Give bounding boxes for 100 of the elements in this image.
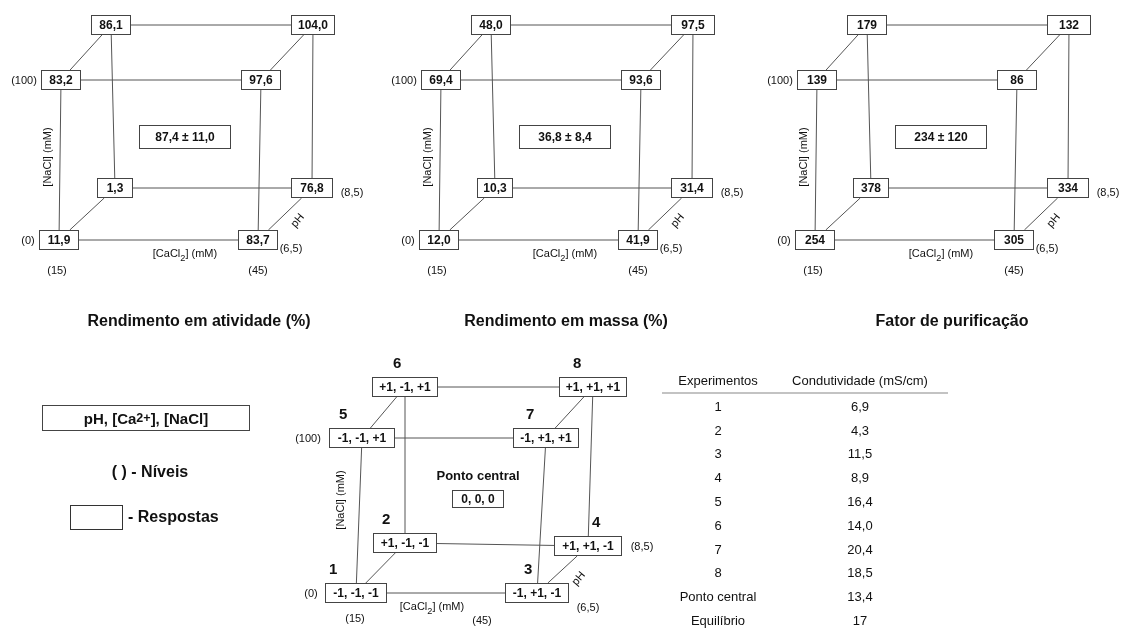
response-box: 1,3 bbox=[97, 178, 133, 198]
response-box: 254 bbox=[795, 230, 835, 250]
table-cell: 6,9 bbox=[850, 399, 870, 414]
connector-line bbox=[537, 447, 546, 584]
experiment-number: 7 bbox=[526, 406, 535, 421]
response-box: 83,2 bbox=[41, 70, 81, 90]
connector-line bbox=[510, 24, 672, 26]
connector-line bbox=[355, 447, 363, 584]
axis-label: [CaCl$_{2}$] (mM) bbox=[152, 247, 218, 263]
response-box: 86,1 bbox=[91, 15, 131, 35]
response-box: 11,9 bbox=[39, 230, 79, 250]
response-value: -1, +1, -1 bbox=[512, 586, 562, 600]
connector-line bbox=[825, 197, 861, 231]
table-cell: 2 bbox=[714, 423, 722, 438]
connector-line bbox=[394, 437, 514, 439]
level-label: (8,5) bbox=[630, 539, 654, 553]
connector-line bbox=[311, 34, 314, 179]
response-box: 36,8 ± 8,4 bbox=[519, 125, 611, 149]
axis-label: pH bbox=[667, 210, 687, 230]
response-box: 48,0 bbox=[471, 15, 511, 35]
response-box: 97,6 bbox=[241, 70, 281, 90]
level-label: (15) bbox=[803, 263, 823, 277]
connector-line bbox=[647, 197, 683, 231]
connector-line bbox=[587, 396, 594, 537]
table-cell: 6 bbox=[714, 518, 722, 533]
response-value: -1, -1, -1 bbox=[333, 586, 379, 600]
table-cell: 16,4 bbox=[847, 494, 873, 510]
table-cell: 8 bbox=[714, 566, 722, 581]
level-label: (15) bbox=[47, 263, 67, 277]
experiment-number: 2 bbox=[382, 511, 391, 526]
table-cell: 5 bbox=[714, 494, 722, 510]
connector-line bbox=[132, 187, 292, 189]
axis-label: [NaCl] (mM) bbox=[40, 127, 54, 187]
connector-line bbox=[386, 592, 506, 594]
table-cell: Ponto central bbox=[679, 590, 757, 605]
connector-line bbox=[78, 239, 239, 241]
connector-line bbox=[449, 197, 485, 231]
response-box: 93,6 bbox=[621, 70, 661, 90]
axis-label: pH bbox=[568, 568, 588, 588]
response-box: 139 bbox=[797, 70, 837, 90]
connector-line bbox=[110, 34, 116, 179]
table-cell: 11,5 bbox=[847, 447, 873, 462]
table-cell: 20,4 bbox=[847, 542, 873, 557]
connector-line bbox=[460, 79, 622, 81]
legend-text: - Respostas bbox=[128, 508, 219, 526]
center-point-heading: Ponto central bbox=[436, 469, 520, 482]
connector-line bbox=[437, 386, 560, 388]
response-value: -1, -1, +1 bbox=[337, 431, 387, 445]
connector-line bbox=[866, 34, 872, 179]
level-label: (6,5) bbox=[279, 241, 303, 255]
response-box: 76,8 bbox=[291, 178, 333, 198]
table-cell: 7 bbox=[714, 542, 722, 557]
response-value: -1, +1, +1 bbox=[520, 431, 572, 445]
connector-line bbox=[886, 24, 1048, 26]
response-box: 132 bbox=[1047, 15, 1091, 35]
level-label: (45) bbox=[248, 263, 268, 277]
connector-line bbox=[554, 396, 585, 429]
table-cell: 3 bbox=[714, 447, 722, 462]
axis-label: [CaCl$_{2}$] (mM) bbox=[399, 600, 465, 616]
level-label: (100) bbox=[11, 73, 37, 87]
response-box: 334 bbox=[1047, 178, 1089, 198]
axis-label: pH bbox=[1043, 210, 1063, 230]
level-label: (6,5) bbox=[659, 241, 683, 255]
connector-line bbox=[69, 197, 105, 231]
response-box: 87,4 ± 11,0 bbox=[139, 125, 231, 149]
table-cell: 18,5 bbox=[847, 566, 873, 581]
response-box: 104,0 bbox=[291, 15, 335, 35]
response-value: +1, -1, -1 bbox=[380, 536, 430, 550]
level-label: (45) bbox=[472, 613, 492, 627]
level-label: (100) bbox=[767, 73, 793, 87]
connector-line bbox=[257, 89, 262, 231]
table-header: Experimentos bbox=[678, 373, 758, 389]
level-label: (15) bbox=[427, 263, 447, 277]
connector-line bbox=[547, 555, 578, 584]
legend-text: ( ) - Níveis bbox=[111, 463, 189, 481]
level-label: (45) bbox=[1004, 263, 1024, 277]
response-box: 305 bbox=[994, 230, 1034, 250]
level-label: (8,5) bbox=[1096, 185, 1120, 199]
connector-line bbox=[1013, 89, 1018, 231]
response-box: 12,0 bbox=[419, 230, 459, 250]
connector-line bbox=[436, 543, 555, 546]
connector-line bbox=[1067, 34, 1070, 179]
connector-line bbox=[825, 34, 859, 71]
table-cell: Equilíbrio bbox=[690, 613, 746, 629]
level-label: (15) bbox=[345, 611, 365, 625]
axis-label: [NaCl] (mM) bbox=[420, 127, 434, 187]
level-label: (0) bbox=[777, 233, 791, 247]
connector-line bbox=[814, 89, 818, 231]
level-label: (0) bbox=[401, 233, 415, 247]
connector-line bbox=[888, 187, 1048, 189]
response-box: 31,4 bbox=[671, 178, 713, 198]
response-box: 69,4 bbox=[421, 70, 461, 90]
connector-line bbox=[267, 197, 303, 231]
table-cell: 17 bbox=[852, 613, 868, 629]
connector-line bbox=[512, 187, 672, 189]
response-box: 41,9 bbox=[618, 230, 658, 250]
response-box: 179 bbox=[847, 15, 887, 35]
table-cell: 4 bbox=[714, 471, 722, 486]
chart-title: Rendimento em massa (%) bbox=[464, 312, 668, 330]
response-box: 378 bbox=[853, 178, 889, 198]
